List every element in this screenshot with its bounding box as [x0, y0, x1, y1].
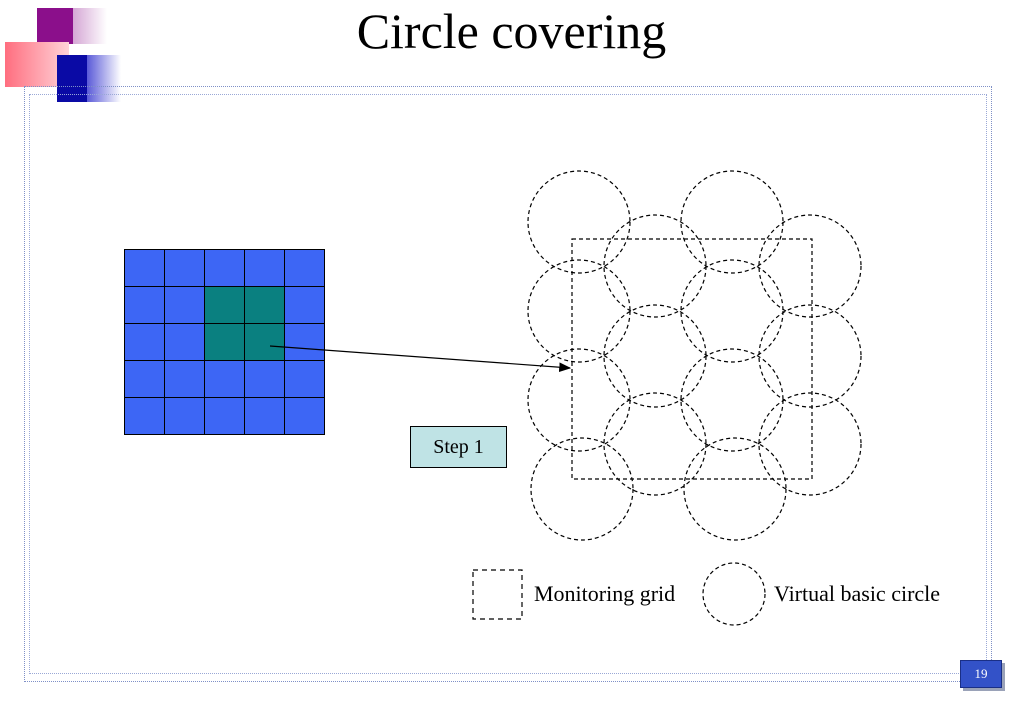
- page-number: 19: [974, 666, 988, 681]
- legend-grid-symbol: [472, 569, 523, 620]
- grid-cell: [165, 324, 205, 361]
- step-label: Step 1: [433, 435, 484, 458]
- virtual-circle: [680, 348, 784, 452]
- virtual-circle: [758, 392, 862, 496]
- monitoring-grid-square: [571, 238, 813, 480]
- grid-cell-highlighted: [245, 324, 285, 361]
- virtual-circle: [758, 214, 862, 318]
- grid-cell-highlighted: [205, 287, 245, 324]
- grid-cell: [165, 250, 205, 287]
- grid-cell-highlighted: [245, 287, 285, 324]
- logo-fade-square: [73, 8, 107, 44]
- grid-cell: [205, 250, 245, 287]
- grid-cell: [285, 324, 325, 361]
- grid-cell: [125, 324, 165, 361]
- grid-cell: [165, 398, 205, 435]
- virtual-circle: [680, 170, 784, 274]
- virtual-circle: [758, 304, 862, 408]
- grid-cell: [205, 398, 245, 435]
- grid-cell: [125, 250, 165, 287]
- grid-cell: [245, 398, 285, 435]
- virtual-circle: [603, 392, 707, 496]
- step-label-box: Step 1: [410, 426, 507, 468]
- legend-circle-symbol: [702, 562, 766, 626]
- grid-cell-highlighted: [205, 324, 245, 361]
- virtual-circle: [680, 259, 784, 363]
- mapping-arrow: [269, 345, 572, 372]
- legend-virtual-circle-label: Virtual basic circle: [774, 581, 941, 606]
- slide-title: Circle covering: [356, 3, 667, 59]
- grid-cell: [285, 361, 325, 398]
- grid-cell: [165, 361, 205, 398]
- grid-cell: [285, 250, 325, 287]
- content-frame-inner: [29, 94, 987, 674]
- virtual-circles: [527, 170, 862, 541]
- virtual-circle: [683, 437, 787, 541]
- virtual-circle: [527, 259, 631, 363]
- content-frame-outer: [24, 86, 992, 682]
- grid-cell: [165, 287, 205, 324]
- virtual-circle: [527, 348, 631, 452]
- page-number-badge: 19: [960, 660, 1002, 688]
- virtual-circle: [603, 304, 707, 408]
- logo-purple-square: [37, 8, 73, 44]
- grid-cell: [125, 361, 165, 398]
- grid-cell: [125, 398, 165, 435]
- grid-cell: [205, 361, 245, 398]
- grid-cell: [285, 398, 325, 435]
- grid-cell: [125, 287, 165, 324]
- virtual-circle: [530, 437, 634, 541]
- monitoring-area-grid: [124, 249, 325, 435]
- grid-cell: [245, 361, 285, 398]
- grid-cell: [285, 287, 325, 324]
- grid-cell: [245, 250, 285, 287]
- legend-monitoring-grid-label: Monitoring grid: [534, 581, 676, 606]
- virtual-circle: [527, 170, 631, 274]
- virtual-circle: [603, 214, 707, 318]
